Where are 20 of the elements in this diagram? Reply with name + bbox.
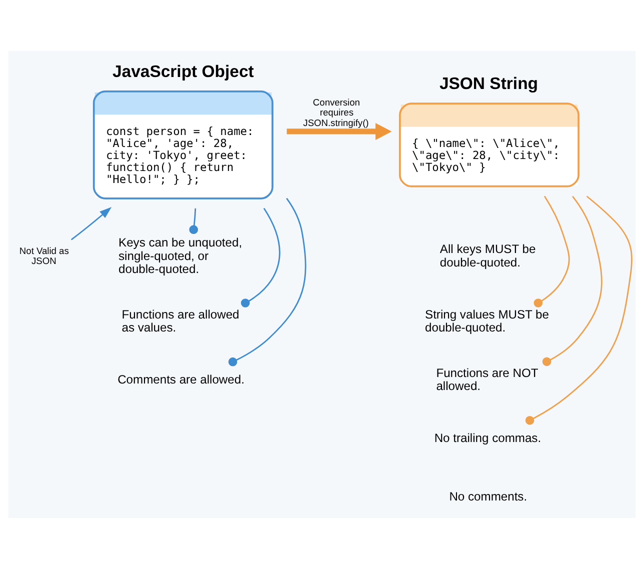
node-text: Keys can be unquoted, single-quoted, or double-quoted. xyxy=(118,235,242,276)
node-text: No comments. xyxy=(449,489,528,504)
node-text: All keys MUST be double-quoted. xyxy=(440,242,536,269)
node-label: JSON String xyxy=(439,74,538,93)
arrow xyxy=(70,206,112,240)
node-label: JavaScript Object xyxy=(112,61,254,80)
node-text: Functions are allowed as values. xyxy=(122,306,240,334)
connector xyxy=(228,197,306,366)
node-text: Comments are allowed. xyxy=(118,372,244,386)
connector xyxy=(240,207,280,307)
node-text: Functions are NOT allowed. xyxy=(436,365,538,392)
connector xyxy=(542,195,602,366)
node-text: Not Valid as JSON xyxy=(19,245,69,266)
arrow xyxy=(286,122,392,140)
connector xyxy=(189,208,198,234)
connector xyxy=(534,195,570,307)
edge-label: Conversion requires JSON.stringify() xyxy=(303,96,369,128)
node-text: No trailing commas. xyxy=(434,430,542,445)
node-text: String values MUST be double-quoted. xyxy=(425,306,550,334)
connector xyxy=(525,195,632,424)
